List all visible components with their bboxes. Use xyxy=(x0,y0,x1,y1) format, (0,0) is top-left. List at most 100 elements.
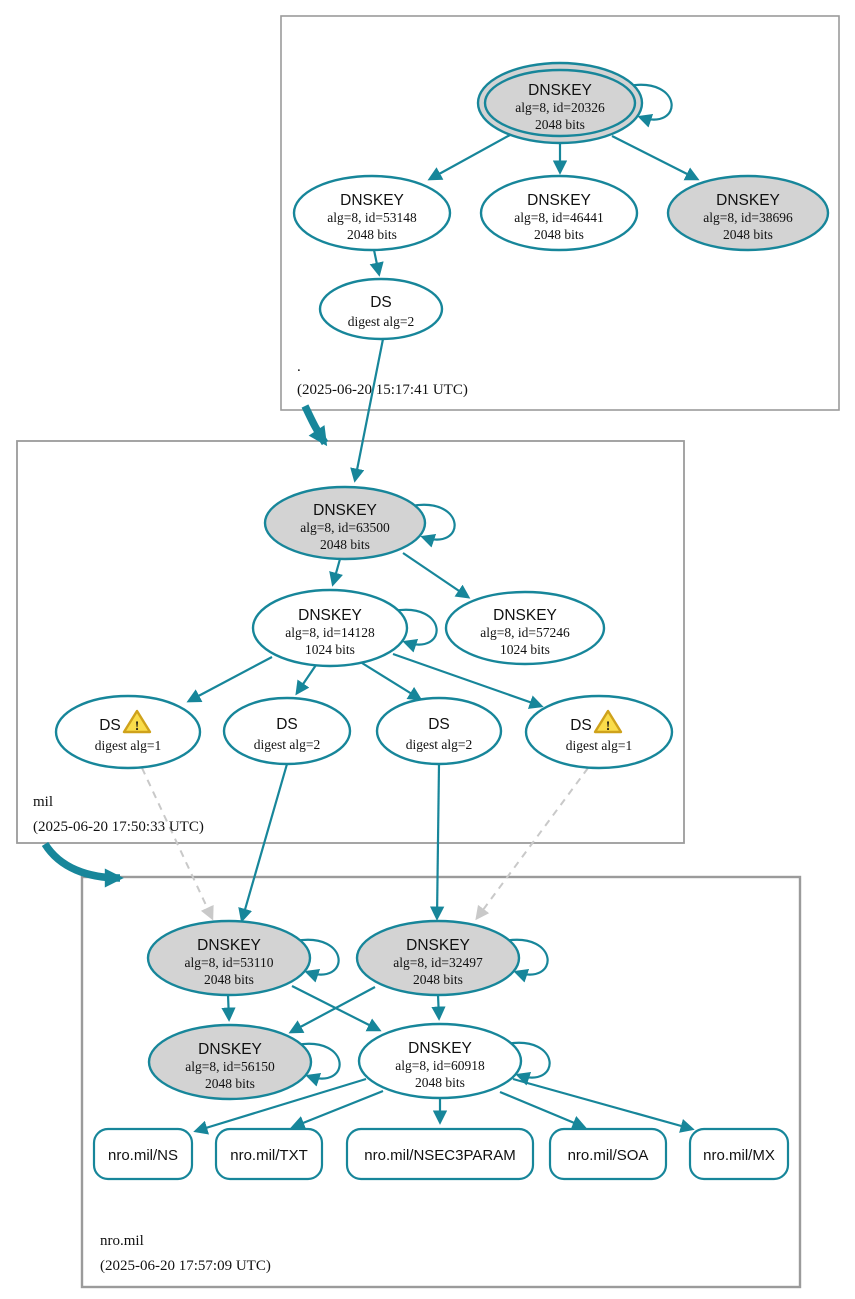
dnskey-node-38696[interactable]: DNSKEY alg=8, id=38696 2048 bits xyxy=(666,174,830,252)
svg-text:2048 bits: 2048 bits xyxy=(723,227,773,242)
edge-60918-to-mx xyxy=(512,1077,695,1133)
dnskey-node-32497[interactable]: DNSKEY alg=8, id=32497 2048 bits xyxy=(355,919,521,997)
edge-selfsign-14128 xyxy=(392,608,438,653)
svg-text:2048 bits: 2048 bits xyxy=(413,972,463,987)
edge-selfsign-63500 xyxy=(410,503,456,548)
svg-text:DNSKEY: DNSKEY xyxy=(197,937,261,954)
rrset-node-txt[interactable]: nro.mil/TXT xyxy=(214,1127,324,1181)
rrset-node-mx[interactable]: nro.mil/MX xyxy=(688,1127,790,1181)
svg-text:alg=8, id=38696: alg=8, id=38696 xyxy=(703,210,793,225)
dnskey-node-14128[interactable]: DNSKEY alg=8, id=14128 1024 bits xyxy=(251,588,409,668)
svg-text:alg=8, id=56150: alg=8, id=56150 xyxy=(185,1059,275,1074)
zone-box-root xyxy=(280,15,840,411)
zone-root: DNSKEY alg=8, id=20326 2048 bits DNSKEY … xyxy=(292,61,830,398)
svg-text:alg=8, id=46441: alg=8, id=46441 xyxy=(514,210,603,225)
edge-mil-ds3-to-nro-ksk-32497 xyxy=(429,763,445,921)
zone-box-mil xyxy=(16,440,685,844)
dnskey-node-20326[interactable]: DNSKEY alg=8, id=20326 2048 bits xyxy=(476,61,644,145)
edge-60918-to-soa xyxy=(499,1090,587,1130)
svg-text:DS: DS xyxy=(428,716,450,733)
dnskey-node-60918[interactable]: DNSKEY alg=8, id=60918 2048 bits xyxy=(357,1022,523,1100)
edge-32497-to-60918 xyxy=(431,994,446,1021)
svg-text:!: ! xyxy=(606,718,610,733)
edge-mil-ds2-to-nro-ksk-53110 xyxy=(238,763,289,923)
zone-timestamp-nro-mil: (2025-06-20 17:57:09 UTC) xyxy=(100,1258,271,1274)
dnskey-node-46441[interactable]: DNSKEY alg=8, id=46441 2048 bits xyxy=(479,174,639,252)
dnskey-node-63500[interactable]: DNSKEY alg=8, id=63500 2048 bits xyxy=(263,485,427,561)
warning-icon: ! xyxy=(122,709,152,734)
edge-60918-to-ns xyxy=(193,1077,367,1135)
svg-text:alg=8, id=53110: alg=8, id=53110 xyxy=(185,955,274,970)
edge-32497-to-56150 xyxy=(288,986,376,1034)
svg-text:nro.mil/NS: nro.mil/NS xyxy=(108,1147,178,1164)
edge-root-ds-to-mil-ksk xyxy=(350,338,385,483)
svg-text:DNSKEY: DNSKEY xyxy=(528,82,592,99)
zone-box-nro-mil xyxy=(80,875,802,1289)
ds-node-mil-4[interactable]: DS ! digest alg=1 xyxy=(524,694,674,770)
zone-timestamp-root: (2025-06-20 15:17:41 UTC) xyxy=(297,382,468,398)
zone-nro-mil: DNSKEY alg=8, id=53110 2048 bits DNSKEY … xyxy=(92,919,790,1274)
edge-14128-to-ds3 xyxy=(361,662,423,701)
svg-text:2048 bits: 2048 bits xyxy=(535,117,585,132)
svg-text:DS: DS xyxy=(370,294,392,311)
svg-text:DS: DS xyxy=(99,717,121,734)
svg-text:DNSKEY: DNSKEY xyxy=(408,1040,472,1057)
svg-text:DS: DS xyxy=(570,717,592,734)
svg-text:DNSKEY: DNSKEY xyxy=(716,192,780,209)
edge-14128-to-ds4 xyxy=(392,652,544,709)
edge-selfsign-20326 xyxy=(627,83,673,128)
ds-node-mil-1[interactable]: DS ! digest alg=1 xyxy=(54,694,202,770)
delegation-arrow-root-to-mil xyxy=(301,404,329,447)
edge-63500-to-14128 xyxy=(329,558,343,587)
edge-63500-to-57246 xyxy=(402,552,471,599)
zone-mil: DNSKEY alg=8, id=63500 2048 bits DNSKEY … xyxy=(33,485,674,835)
svg-text:2048 bits: 2048 bits xyxy=(204,972,254,987)
svg-text:alg=8, id=20326: alg=8, id=20326 xyxy=(515,100,605,115)
svg-text:digest alg=1: digest alg=1 xyxy=(566,738,632,753)
delegation-arrow-mil-to-nro-mil xyxy=(41,841,124,888)
edge-dashed-mil-ds1-to-nro-ksk-53110 xyxy=(141,767,214,921)
svg-text:digest alg=2: digest alg=2 xyxy=(406,737,472,752)
edge-20326-to-38696 xyxy=(611,135,700,181)
svg-text:alg=8, id=14128: alg=8, id=14128 xyxy=(285,625,375,640)
edge-selfsign-60918 xyxy=(505,1041,551,1086)
ds-node-root[interactable]: DS digest alg=2 xyxy=(318,277,444,341)
svg-text:alg=8, id=63500: alg=8, id=63500 xyxy=(300,520,390,535)
svg-text:DNSKEY: DNSKEY xyxy=(298,607,362,624)
warning-icon: ! xyxy=(593,709,623,734)
dnskey-node-53148[interactable]: DNSKEY alg=8, id=53148 2048 bits xyxy=(292,174,452,252)
svg-text:2048 bits: 2048 bits xyxy=(205,1076,255,1091)
svg-text:alg=8, id=32497: alg=8, id=32497 xyxy=(393,955,483,970)
edge-selfsign-32497 xyxy=(503,938,549,983)
zone-name-root: . xyxy=(297,359,301,375)
svg-text:2048 bits: 2048 bits xyxy=(347,227,397,242)
svg-text:nro.mil/NSEC3PARAM: nro.mil/NSEC3PARAM xyxy=(364,1147,515,1164)
svg-text:alg=8, id=57246: alg=8, id=57246 xyxy=(480,625,570,640)
dnskey-node-56150[interactable]: DNSKEY alg=8, id=56150 2048 bits xyxy=(147,1023,313,1101)
rrset-node-ns[interactable]: nro.mil/NS xyxy=(92,1127,194,1181)
zone-name-nro-mil: nro.mil xyxy=(100,1233,144,1249)
svg-text:1024 bits: 1024 bits xyxy=(500,642,550,657)
svg-text:DNSKEY: DNSKEY xyxy=(527,192,591,209)
svg-text:DNSKEY: DNSKEY xyxy=(340,192,404,209)
ds-node-mil-2[interactable]: DS digest alg=2 xyxy=(222,696,352,766)
rrset-node-nsec3param[interactable]: nro.mil/NSEC3PARAM xyxy=(345,1127,535,1181)
ds-node-mil-3[interactable]: DS digest alg=2 xyxy=(375,696,503,766)
edge-53110-to-56150 xyxy=(221,994,236,1022)
svg-text:1024 bits: 1024 bits xyxy=(305,642,355,657)
svg-text:DNSKEY: DNSKEY xyxy=(493,607,557,624)
svg-text:2048 bits: 2048 bits xyxy=(320,537,370,552)
edge-14128-to-ds2 xyxy=(295,664,317,696)
rrset-node-soa[interactable]: nro.mil/SOA xyxy=(548,1127,668,1181)
svg-text:DNSKEY: DNSKEY xyxy=(313,502,377,519)
svg-text:alg=8, id=53148: alg=8, id=53148 xyxy=(327,210,417,225)
dnskey-node-53110[interactable]: DNSKEY alg=8, id=53110 2048 bits xyxy=(146,919,312,997)
svg-text:2048 bits: 2048 bits xyxy=(415,1075,465,1090)
svg-text:nro.mil/SOA: nro.mil/SOA xyxy=(568,1147,649,1164)
dnskey-node-57246[interactable]: DNSKEY alg=8, id=57246 1024 bits xyxy=(444,590,606,666)
svg-text:DS: DS xyxy=(276,716,298,733)
svg-text:digest alg=2: digest alg=2 xyxy=(254,737,320,752)
edge-14128-to-ds1 xyxy=(186,656,273,703)
edge-dashed-mil-ds4-to-nro-ksk-32497 xyxy=(475,767,589,921)
